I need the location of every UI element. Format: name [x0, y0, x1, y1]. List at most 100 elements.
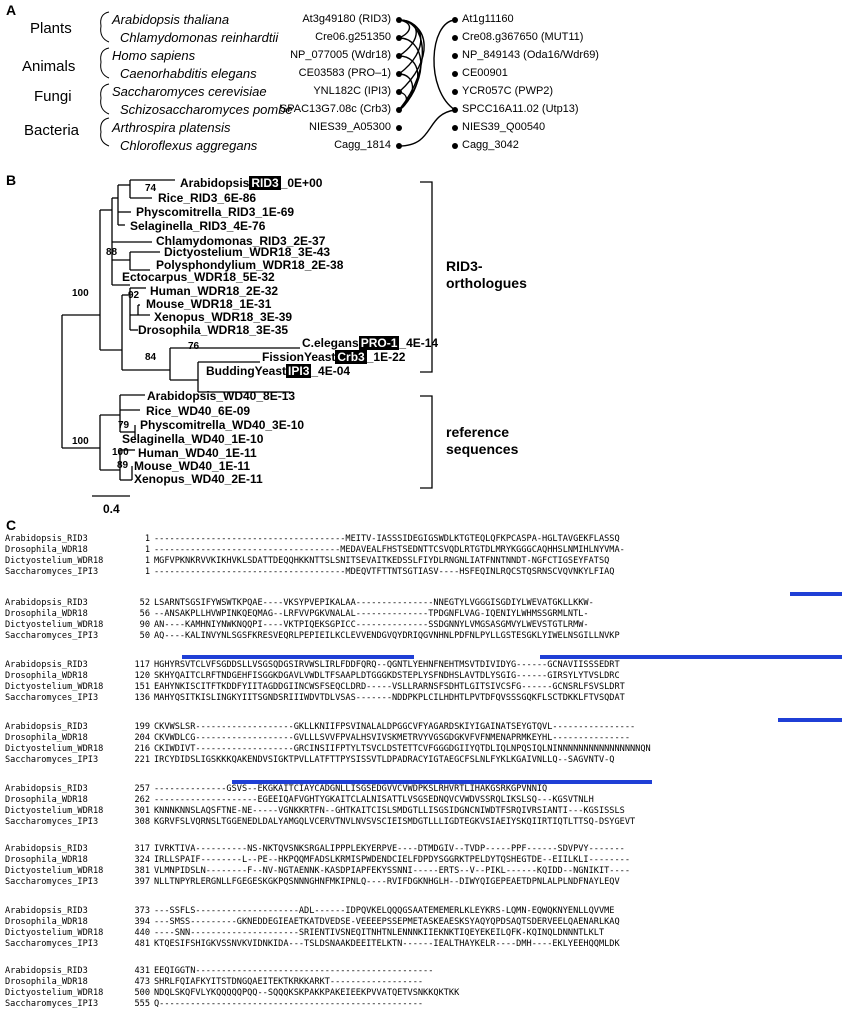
right-gene-5: YCR057C (PWP2) [462, 85, 554, 97]
sequence-name: Dictyostelium_WDR18 [5, 556, 104, 566]
species-s-cerevisiae: Saccharomyces cerevisiae [112, 84, 267, 99]
sequence-name: Drosophila_WDR18 [5, 671, 88, 681]
sequence-name: Dictyostelium_WDR18 [5, 806, 104, 816]
sequence-residues: CKVWSLSR-------------------GKLLKNIIFPSVI… [154, 722, 636, 732]
right-gene-4: CE00901 [462, 67, 508, 79]
sequence-residues: CKIWDIVT-------------------GRCINSIIFPTYL… [154, 744, 651, 754]
left-gene-7: NIES39_A05300 [309, 121, 391, 133]
sequence-residues: ----SNN---------------------SRIENTIVSNEQ… [154, 928, 605, 938]
sequence-position: 394 [134, 917, 150, 927]
sequence-position: 397 [134, 877, 150, 887]
sequence-position: 500 [134, 988, 150, 998]
species-chlamydomonas: Chlamydomonas reinhardtii [120, 30, 279, 45]
sequence-residues: LSARNTSGSIFYWSWTKPQAE----VKSYPVEPIKALAA-… [154, 598, 594, 608]
sequence-position: 52 [139, 598, 150, 608]
sequence-residues: ---SSFLS--------------------ADL------IDP… [154, 906, 615, 916]
sequence-name: Saccharomyces_IPI3 [5, 693, 99, 703]
sequence-residues: Q---------------------------------------… [154, 999, 424, 1009]
right-gene-3: NP_849143 (Oda16/Wdr69) [462, 49, 599, 61]
sequence-residues: KGRVFSLVQRNSLTGGENEDLDALYAMGQLVCERVTNVLN… [154, 817, 636, 827]
kingdom-bacteria: Bacteria [24, 122, 80, 139]
sequence-name: Dictyostelium_WDR18 [5, 744, 104, 754]
sequence-name: Drosophila_WDR18 [5, 733, 88, 743]
sequence-position: 473 [134, 977, 150, 987]
sequence-name: Arabidopsis_RID3 [5, 906, 88, 916]
sequence-position: 50 [139, 631, 150, 641]
sequence-name: Dictyostelium_WDR18 [5, 928, 104, 938]
bootstrap-value: 100 [72, 288, 89, 299]
leaf-physcomitrella-rid3: Physcomitrella_RID3_1E-69 [136, 205, 295, 219]
bootstrap-value: 84 [145, 352, 157, 363]
left-gene-4: CE03583 (PRO–1) [298, 67, 391, 79]
leaf-rice-wd40: Rice_WD40_6E-09 [146, 404, 251, 418]
species-arabidopsis: Arabidopsis thaliana [112, 12, 230, 27]
left-gene-6: SPAC13G7.08c (Crb3) [279, 103, 391, 115]
sequence-position: 301 [134, 806, 150, 816]
sequence-position: 481 [134, 939, 150, 949]
leaf-selaginella-rid3: Selaginella_RID3_4E-76 [130, 219, 266, 233]
kingdom-braces [100, 11, 110, 147]
alignment-row: Dictyostelium_WDR18 301 KNNNKNNSLAQSFTNE-N… [5, 806, 625, 817]
phylogenetic-tree [61, 179, 433, 497]
sequence-residues: KNNNKNNSLAQSFTNE-NE-----VGNKKRTFN--GHTKA… [154, 806, 625, 816]
species-c-elegans: Caenorhabditis elegans [120, 66, 257, 81]
sequence-position: 317 [134, 844, 150, 854]
kingdom-animals: Animals [22, 58, 76, 75]
bootstrap-value: 88 [106, 247, 118, 258]
sequence-residues: MGFVPKNKRVVKIKHVKLSDATTDEQQHKKNTTSLSNITS… [154, 556, 610, 566]
wd40-repeat-bar [790, 592, 842, 596]
bootstrap-value: 92 [128, 290, 140, 301]
sequence-residues: EEQIGGTN--------------------------------… [154, 966, 434, 976]
right-gene-2: Cre08.g367650 (MUT11) [462, 31, 584, 43]
leaf-mouse-wdr18: Mouse_WDR18_1E-31 [146, 297, 272, 311]
panel-a-letter: A [6, 2, 17, 18]
sequence-residues: -------------------------------------MDE… [154, 567, 615, 577]
leaf-human-wdr18: Human_WDR18_2E-32 [150, 284, 279, 298]
sequence-residues: CKVWDLCG-------------------GVLLLSVVFPVAL… [154, 733, 630, 743]
sequence-position: 440 [134, 928, 150, 938]
right-gene-1: At1g11160 [462, 13, 514, 25]
sequence-residues: KTQESIFSHIGKVSSNVKVIDNKIDA---TSLDSNAAKDE… [154, 939, 620, 949]
leaf-arabidopsis-wd40: Arabidopsis_WD40_8E-13 [147, 389, 296, 403]
homolog-connections [396, 17, 458, 149]
sequence-name: Saccharomyces_IPI3 [5, 939, 99, 949]
sequence-residues: --ANSAKPLLHVWPINKQEQMAG--LRFVVPGKVNALAL-… [154, 609, 589, 619]
panel-c-letter: C [6, 517, 17, 533]
sequence-position: 262 [134, 795, 150, 805]
sequence-residues: AQ----KALINVYNLSGSFKRESVEQRLPEPIEILKCLEV… [154, 631, 620, 641]
sequence-residues: --------------------EGEEIQAFVGHTYGKAITCL… [154, 795, 594, 805]
bootstrap-value: 100 [112, 447, 129, 458]
sequence-name: Drosophila_WDR18 [5, 917, 88, 927]
sequence-residues: SHRLFQIAFKYITSTDNGQAEITEKTKRKKARKT------… [154, 977, 424, 987]
bootstrap-value: 74 [145, 183, 157, 194]
sequence-position: 120 [134, 671, 150, 681]
bootstrap-value: 79 [118, 420, 130, 431]
leaf-human-wd40: Human_WD40_1E-11 [138, 446, 257, 460]
left-gene-3: NP_077005 (Wdr18) [290, 49, 391, 61]
